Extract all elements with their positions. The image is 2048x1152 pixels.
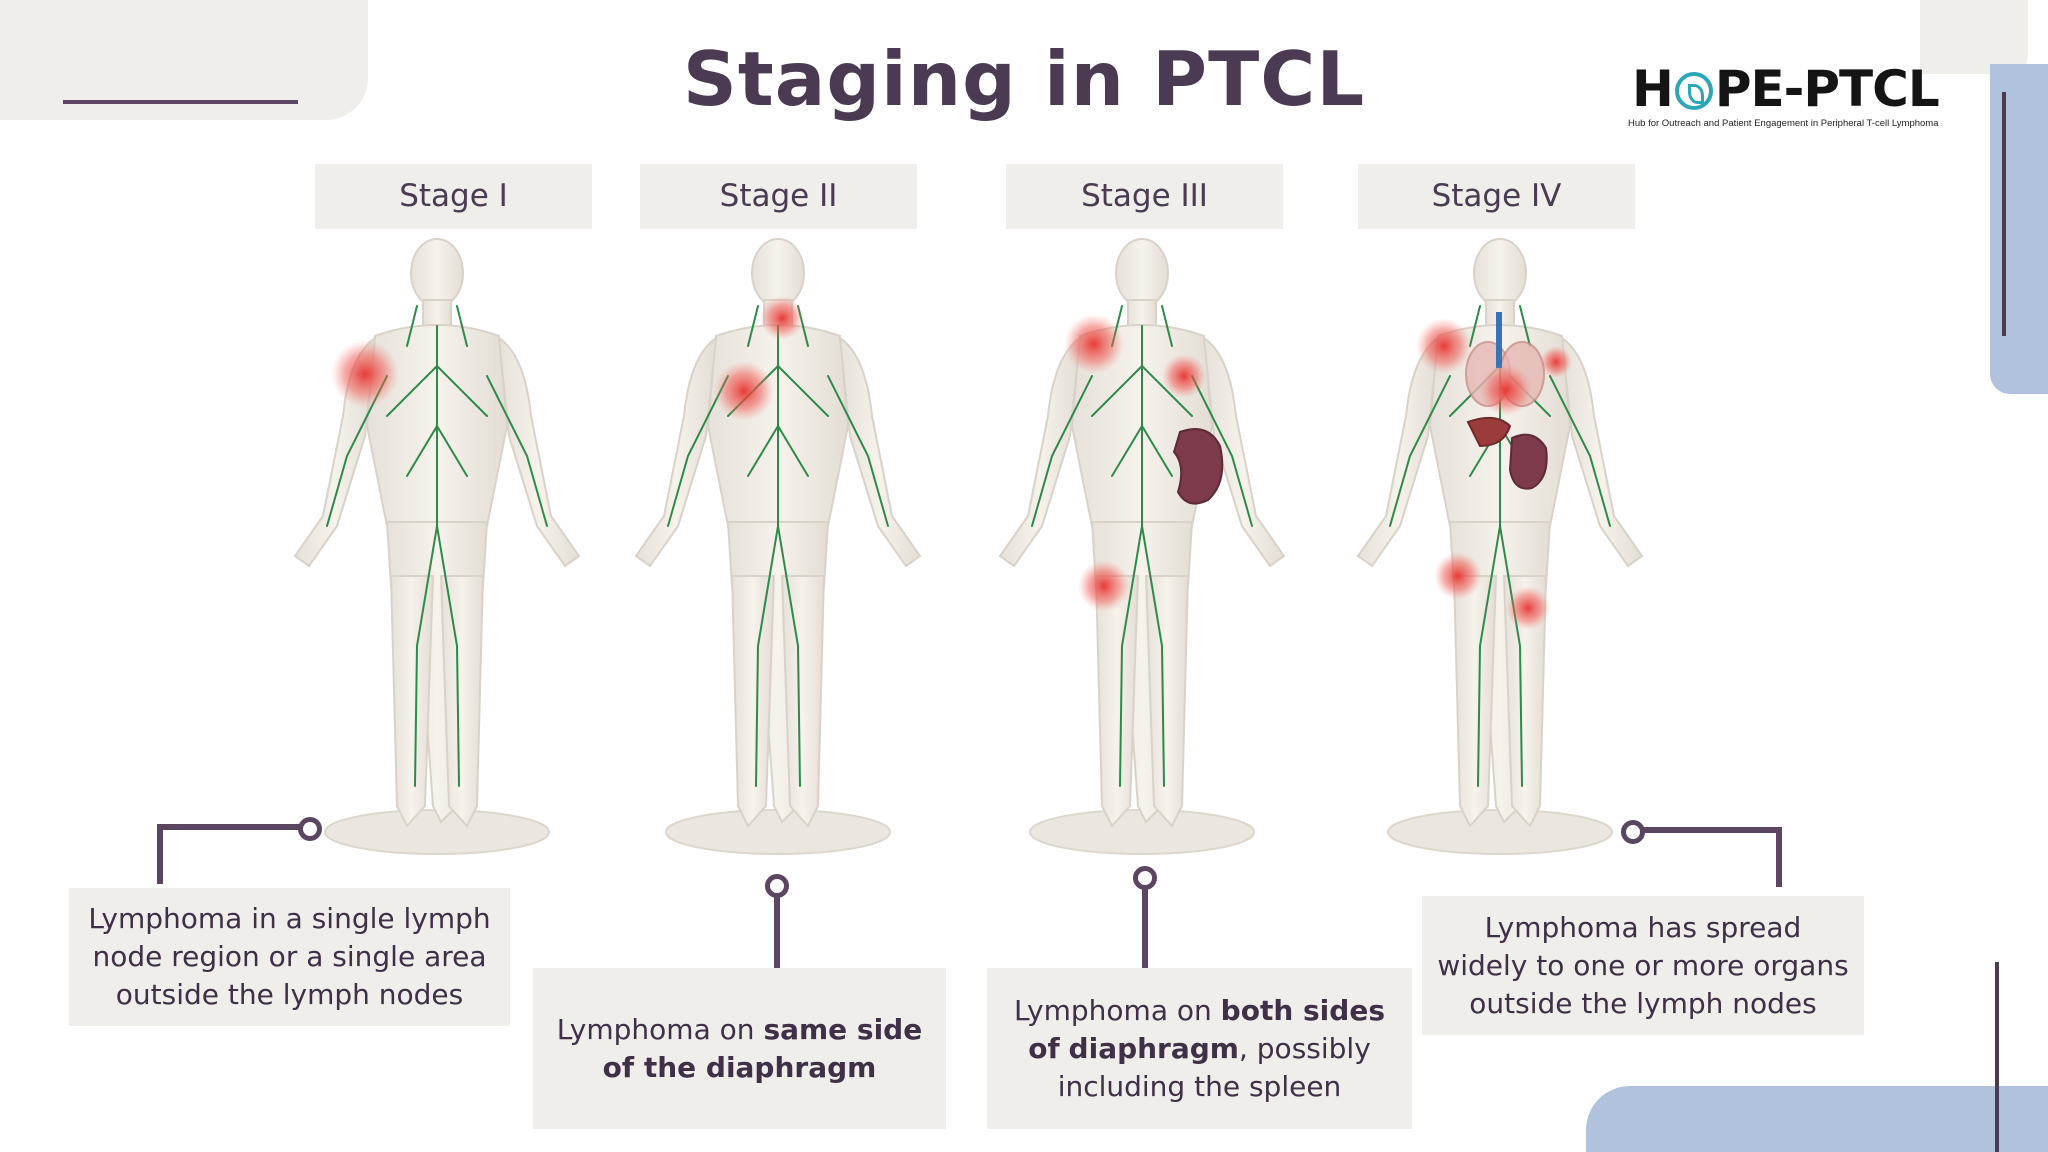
stage-4-connector-horizontal	[1632, 827, 1782, 833]
bottom-accent-bar	[1586, 1086, 2048, 1152]
stage-2-connector-vertical	[774, 888, 780, 968]
stage-3-label: Stage III	[1006, 164, 1283, 229]
title-rule	[63, 100, 298, 104]
stage-1-connector-vertical	[157, 824, 163, 884]
stage-1-connector-node	[298, 817, 322, 841]
stage-1-label: Stage I	[315, 164, 592, 229]
stage-3-description: Lymphoma on both sides of diaphragm, pos…	[987, 968, 1412, 1129]
stage-4-description: Lymphoma has spread widely to one or mor…	[1422, 896, 1864, 1035]
leaf-o-icon	[1674, 72, 1713, 110]
side-accent-line	[2002, 92, 2006, 336]
logo-tagline: Hub for Outreach and Patient Engagement …	[1628, 118, 1939, 129]
trachea-shape	[1496, 312, 1502, 368]
liver-shape	[1466, 416, 1512, 448]
page-title: Staging in PTCL	[682, 35, 1366, 123]
stage-1-connector-horizontal	[157, 824, 301, 830]
stage-4-label: Stage IV	[1358, 164, 1635, 229]
stage-2-body-figure	[634, 238, 922, 855]
stage-2-description: Lymphoma on same side of the diaphragm	[533, 968, 946, 1129]
stage-3-connector-node	[1133, 866, 1157, 890]
stage-1-description: Lymphoma in a single lymph node region o…	[69, 888, 510, 1026]
stage-4-connector-vertical	[1776, 827, 1782, 887]
spleen-shape	[1508, 433, 1548, 490]
stage-3-connector-vertical	[1142, 880, 1148, 968]
side-accent-bar	[1990, 64, 2048, 394]
stage-1-body-figure	[293, 238, 581, 855]
spleen-shape	[1172, 428, 1224, 505]
bottom-accent-line	[1995, 962, 1999, 1152]
corner-panel-top-right	[1920, 0, 2028, 74]
stage-2-connector-node	[765, 874, 789, 898]
stage-3-body-figure	[998, 238, 1286, 855]
stage-2-label: Stage II	[640, 164, 917, 229]
stage-4-connector-node	[1621, 820, 1645, 844]
stage-4-body-figure	[1356, 238, 1644, 855]
